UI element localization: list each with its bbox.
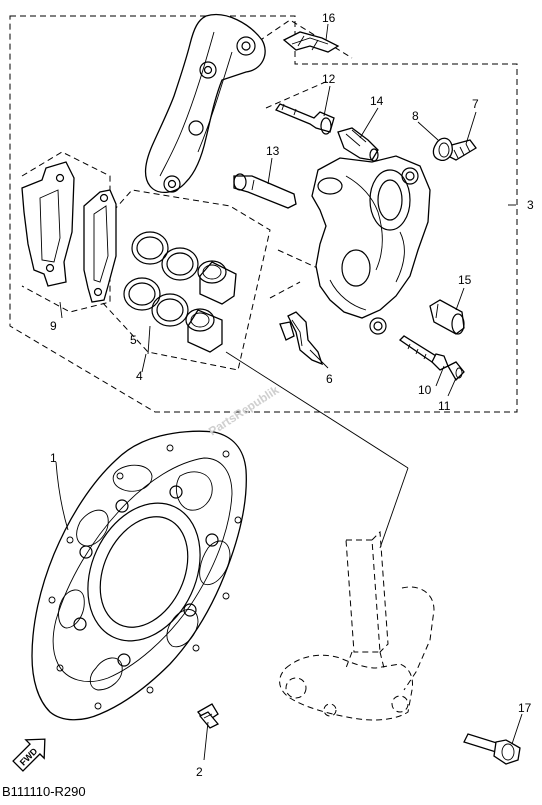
callout-13: 13 <box>266 144 280 158</box>
callout-8: 8 <box>412 109 419 123</box>
callout-10: 10 <box>418 383 432 397</box>
caliper-bolt-10 <box>398 335 449 371</box>
callout-3: 3 <box>527 198 534 212</box>
bleed-cap <box>432 137 453 162</box>
leader-lines <box>55 23 523 761</box>
caliper-bolt-15 <box>429 299 465 335</box>
piston-seal-2 <box>161 247 199 281</box>
diagram-code: B111110-R290 <box>2 784 86 799</box>
caliper-body <box>311 155 431 335</box>
pin-boot <box>337 127 379 162</box>
callout-11: 11 <box>438 399 451 413</box>
caliper-bracket <box>144 14 266 193</box>
callout-17: 17 <box>518 701 532 715</box>
piston-upper <box>197 260 237 305</box>
watermark: PartsRepublik <box>206 383 282 439</box>
slide-pin <box>233 173 297 209</box>
bracket-bolt <box>463 733 521 765</box>
piston-seal-3 <box>123 277 161 311</box>
seal-kit-outline <box>99 189 271 371</box>
disc-bolt <box>197 703 220 729</box>
callout-14: 14 <box>370 94 384 108</box>
callout-5: 5 <box>130 333 137 347</box>
callout-7: 7 <box>472 97 479 111</box>
piston-seal-1 <box>131 231 169 265</box>
pad-spring <box>282 31 340 53</box>
callout-6: 6 <box>326 372 333 386</box>
callout-1: 1 <box>50 451 57 465</box>
callout-16: 16 <box>322 11 336 25</box>
callout-4: 4 <box>136 369 143 383</box>
pad-pin <box>275 103 335 135</box>
callout-15: 15 <box>458 273 472 287</box>
callout-9: 9 <box>50 319 57 333</box>
brake-pad-right <box>83 189 117 303</box>
brake-disc <box>31 430 247 721</box>
plug <box>447 361 465 382</box>
callout-12: 12 <box>322 72 336 86</box>
brake-pad-left <box>21 161 75 287</box>
pad-support-clip <box>279 311 324 366</box>
piston-seal-4 <box>151 293 189 327</box>
piston-lower <box>185 308 223 353</box>
callout-2: 2 <box>196 765 203 779</box>
front-fork <box>279 530 435 721</box>
caliper-assembly-outline <box>9 15 518 413</box>
fwd-arrow-icon: FWD <box>12 738 46 772</box>
